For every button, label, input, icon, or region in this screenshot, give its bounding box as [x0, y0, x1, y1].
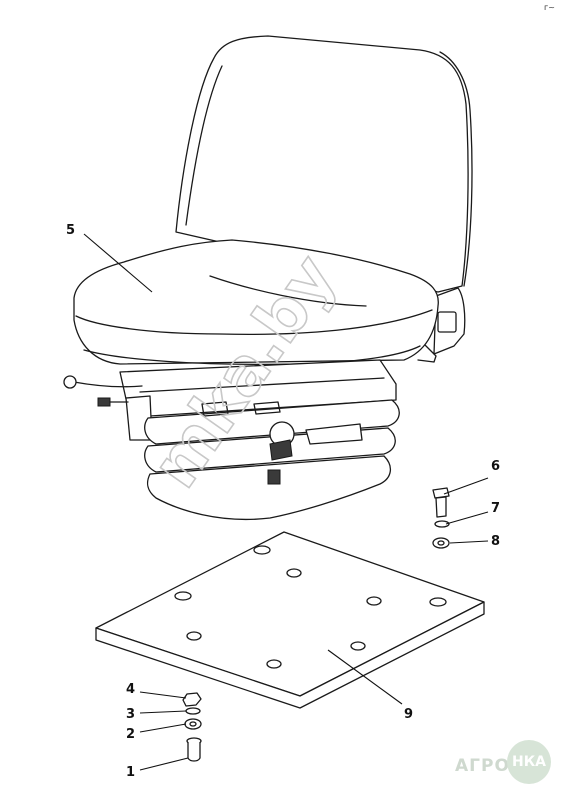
callout-5: 5 — [66, 223, 75, 238]
logo-circle: НКА — [507, 740, 551, 784]
callout-3: 3 — [126, 707, 135, 722]
bolt-part-6 — [432, 487, 450, 518]
callout-2: 2 — [126, 727, 135, 742]
washer-part-7 — [434, 520, 450, 528]
callout-1: 1 — [126, 765, 135, 780]
callout-4: 4 — [126, 682, 135, 697]
seat-back — [175, 35, 473, 293]
callout-6: 6 — [491, 459, 500, 474]
washer-part-3 — [185, 707, 201, 715]
callout-9: 9 — [404, 707, 413, 722]
washer-part-8 — [432, 537, 450, 549]
logo-circle-text: НКА — [512, 754, 546, 770]
bolt-part-1 — [186, 737, 202, 762]
hinge-bracket — [417, 287, 466, 363]
suspension-mechanism — [63, 359, 400, 521]
corner-mark: г~ — [544, 3, 555, 12]
seat-cushion — [73, 239, 439, 366]
callout-7: 7 — [491, 501, 500, 516]
washer-part-2 — [184, 718, 202, 730]
leader-lines — [83, 233, 489, 771]
nut-part-4 — [182, 692, 202, 707]
agronka-logo: АГРО НКА — [455, 738, 555, 798]
logo-left-text: АГРО — [455, 756, 510, 776]
mounting-plate — [95, 531, 485, 709]
callout-8: 8 — [491, 534, 500, 549]
